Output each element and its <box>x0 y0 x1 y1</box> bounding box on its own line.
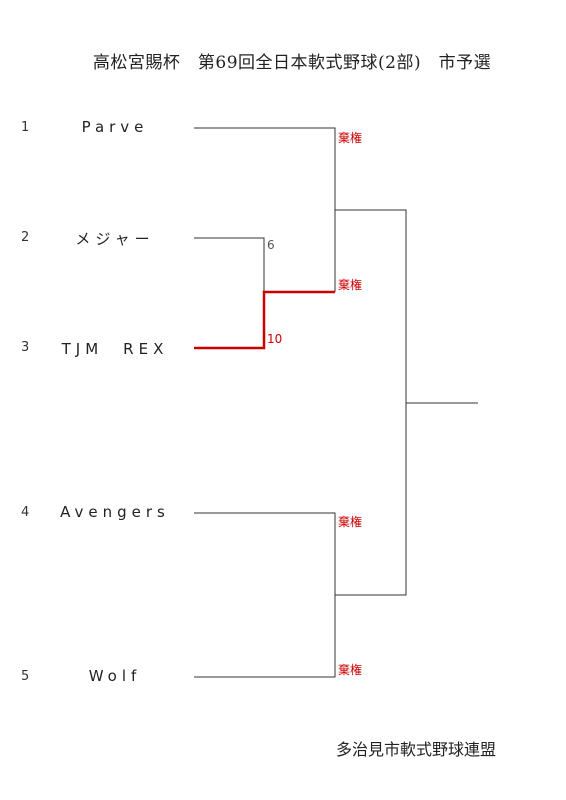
seed-number-2: 2 <box>21 230 30 245</box>
score-team2: 6 <box>267 238 275 252</box>
seed-number-3: 3 <box>21 340 30 355</box>
score-team3: 10 <box>267 332 283 346</box>
forfeit-label-team5: 棄権 <box>338 663 363 677</box>
forfeit-label-semi1: 棄権 <box>338 278 363 292</box>
winner-path-team3 <box>194 290 335 350</box>
team-name-5: Wolf <box>88 667 142 685</box>
team-name-2: メジャー <box>75 230 155 248</box>
bracket-line-final-bottom <box>335 403 407 596</box>
forfeit-label-team4: 棄権 <box>338 515 363 529</box>
organizer-name: 多治見市軟式野球連盟 <box>336 740 497 759</box>
page-title: 高松宮賜杯 第69回全日本軟式野球(2部) 市予選 <box>92 53 492 73</box>
bracket-line-team2 <box>194 237 265 292</box>
bracket-line-final-top <box>335 209 407 403</box>
bracket-line-team1 <box>194 127 336 210</box>
bracket-line-team4 <box>194 512 336 595</box>
seed-number-5: 5 <box>21 669 30 684</box>
seed-number-4: 4 <box>21 505 30 520</box>
bracket-line-team5 <box>194 595 336 678</box>
team-name-1: Parve <box>81 118 149 136</box>
team-name-4: Avengers <box>60 503 170 521</box>
seed-number-1: 1 <box>21 120 30 135</box>
team-name-3: TJM REX <box>61 340 169 358</box>
forfeit-label-team1: 棄権 <box>338 131 363 145</box>
